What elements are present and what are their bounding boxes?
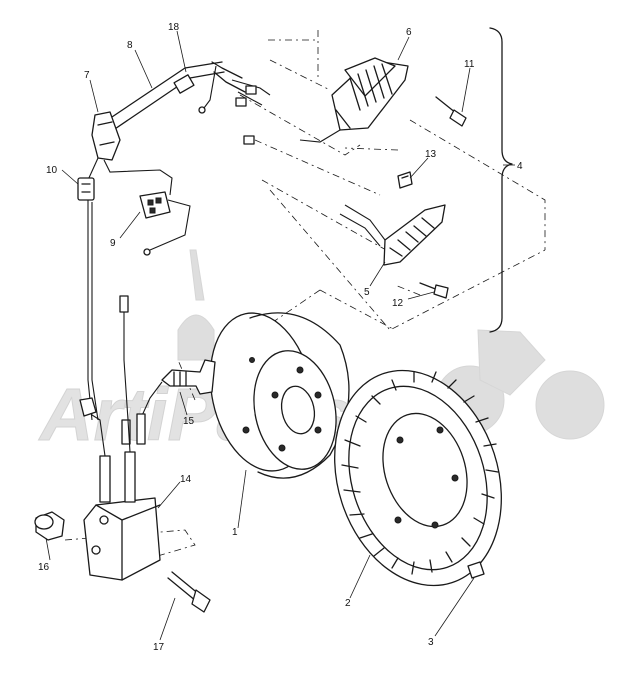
callout-14: 14	[180, 474, 192, 485]
callout-5: 5	[364, 287, 370, 298]
callout-12: 12	[392, 298, 404, 309]
callout-17: 17	[153, 642, 165, 653]
grommet	[91, 111, 121, 161]
cooling-fan	[334, 369, 502, 587]
leader-lines	[45, 30, 515, 641]
callout-9: 9	[110, 238, 116, 249]
bolt-3	[467, 561, 485, 579]
flywheel	[209, 312, 350, 479]
bolt-17	[167, 571, 211, 613]
callout-10: 10	[46, 165, 58, 176]
callout-11: 11	[464, 59, 475, 70]
callout-4: 4	[517, 161, 523, 172]
callout-6: 6	[406, 27, 412, 38]
callout-1: 1	[232, 527, 238, 538]
spacer	[34, 511, 65, 541]
callout-16: 16	[38, 562, 50, 573]
callout-labels: 1 2 3 4 5 6 7 8 9 10 11 12 13 14 15 16 1…	[38, 22, 523, 653]
callout-7: 7	[84, 70, 90, 81]
callout-13: 13	[425, 149, 437, 160]
callout-18: 18	[168, 22, 180, 33]
wire-harness	[99, 61, 271, 145]
bolt-13	[397, 171, 413, 189]
cdi-box	[79, 295, 161, 581]
callout-3: 3	[428, 637, 434, 648]
bolt-12	[419, 282, 449, 299]
group-bracket	[489, 27, 513, 333]
upper-coil	[299, 57, 409, 143]
callout-2: 2	[345, 598, 351, 609]
callout-15: 15	[183, 416, 195, 427]
connectors	[77, 157, 191, 421]
bolt-11	[435, 96, 467, 127]
lower-coil	[339, 204, 446, 266]
callout-8: 8	[127, 40, 133, 51]
